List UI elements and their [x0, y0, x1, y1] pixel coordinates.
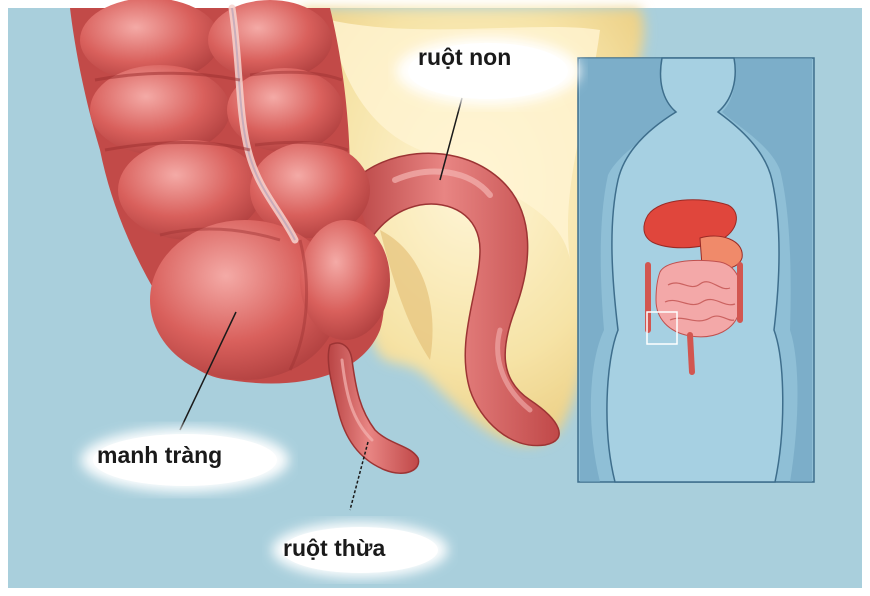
label-appendix: ruột thừa	[283, 535, 385, 562]
label-small-intestine: ruột non	[418, 44, 511, 71]
colon-lobe	[208, 0, 332, 80]
inset-small-intestine	[656, 260, 742, 336]
inset-rectum	[690, 335, 692, 372]
inset-body-panel	[578, 58, 814, 482]
colon-lobe	[300, 220, 390, 340]
label-cecum: manh tràng	[97, 442, 222, 469]
